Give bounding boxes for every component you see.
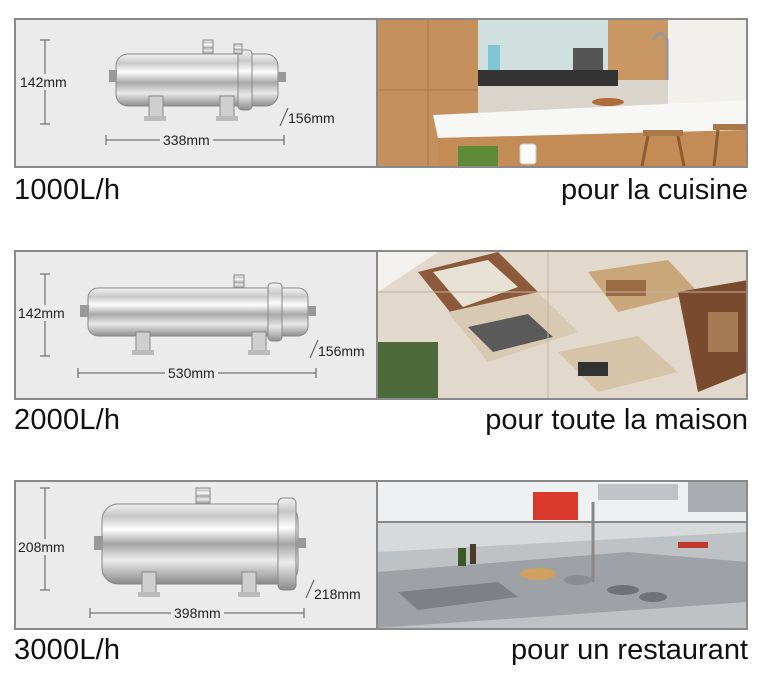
flow-rate: 3000L/h	[14, 634, 121, 666]
stainless-filter-drawing	[40, 273, 319, 378]
usage-label: pour un restaurant	[511, 634, 748, 666]
house-floorplan-illustration	[378, 252, 746, 398]
stainless-filter-drawing	[40, 39, 289, 145]
length-label: 530mm	[165, 365, 218, 381]
usage-label: pour la cuisine	[561, 174, 748, 206]
kitchen-photo	[378, 20, 746, 166]
restaurant-photo	[378, 482, 746, 628]
usage-label: pour toute la maison	[485, 404, 748, 436]
product-frame: 142mm 530mm 156mm	[14, 250, 748, 400]
length-label: 338mm	[160, 132, 213, 148]
flow-rate: 2000L/h	[14, 404, 121, 436]
filter-diagram: 208mm 398mm 218mm	[16, 482, 378, 628]
kitchen-illustration	[378, 20, 746, 166]
product-frame: 208mm 398mm 218mm	[14, 480, 748, 630]
diameter-label: 156mm	[318, 343, 365, 359]
height-label: 208mm	[18, 539, 65, 555]
height-label: 142mm	[18, 305, 65, 321]
product-2000: 142mm 530mm 156mm 2	[14, 250, 748, 436]
product-frame: 142mm 338mm 156mm	[14, 18, 748, 168]
filter-diagram: 142mm 338mm 156mm	[16, 20, 378, 166]
flow-rate: 1000L/h	[14, 174, 121, 206]
length-label: 398mm	[171, 605, 224, 621]
restaurant-kitchen-illustration	[378, 482, 746, 628]
stainless-filter-drawing	[40, 487, 315, 618]
product-1000: 142mm 338mm 156mm	[14, 18, 748, 206]
diameter-label: 156mm	[288, 110, 335, 126]
house-photo	[378, 252, 746, 398]
filter-diagram: 142mm 530mm 156mm	[16, 252, 378, 398]
product-3000: 208mm 398mm 218mm	[14, 480, 748, 666]
diameter-label: 218mm	[314, 586, 361, 602]
height-label: 142mm	[20, 74, 67, 90]
